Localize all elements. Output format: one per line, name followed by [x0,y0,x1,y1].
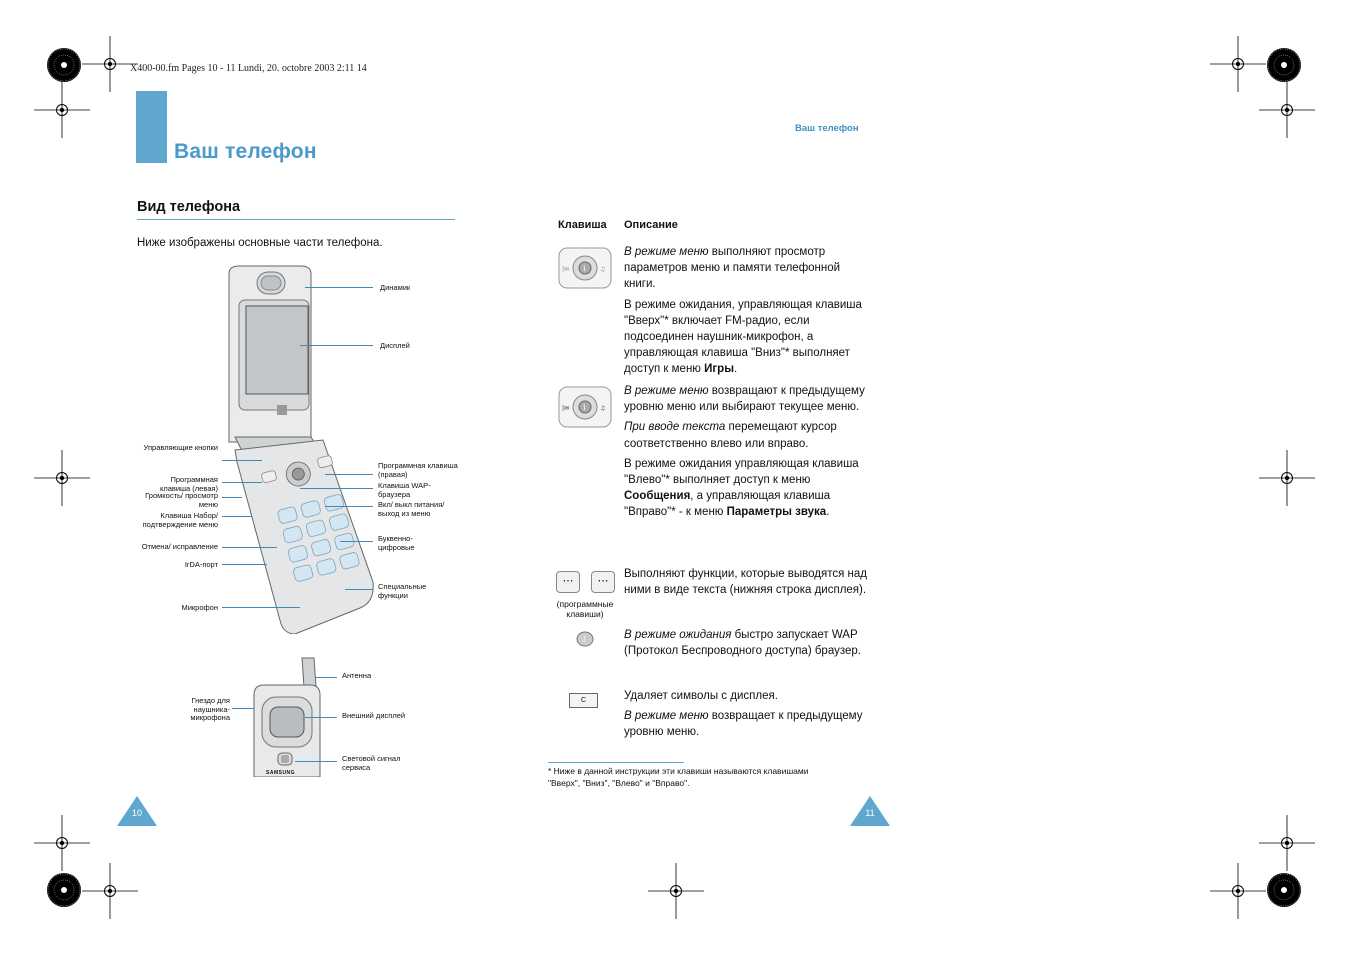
leader-send [222,516,252,517]
running-header: Ваш телефон [795,123,859,134]
leader-cancel [222,547,277,548]
page-number-11: 11 [850,808,890,818]
label-volume: Громкость/ просмотр меню [140,492,218,509]
label-cancel: Отмена/ исправление [140,543,218,552]
soft-keys-caption: (программные клавиши) [548,599,622,619]
svg-text:♫: ♫ [600,405,605,412]
column-header-description: Описание [624,219,678,231]
row5-text1: Удаляет символы с дисплея. [624,688,869,704]
chapter-accent-bar [136,91,167,163]
intro-text: Ниже изображены основные части телефона. [137,235,383,251]
leader-nav-keys [222,460,262,461]
nav-up-down-key-icon: i |✉ ♫ [558,247,612,289]
label-irda: IrDA-порт [140,561,218,570]
label-antenna: Антенна [342,672,371,681]
brand-logo: SAMSUNG [266,770,295,776]
leader-volume [222,497,242,498]
print-header-line: X400-00.fm Pages 10 - 11 Lundi, 20. octo… [130,63,367,74]
clear-key-icon: C [569,693,598,708]
label-ext-display: Внешний дисплей [342,712,405,721]
open-phone-illustration [215,262,375,634]
label-special: Специальные функции [378,583,438,600]
svg-text:i: i [583,635,586,644]
row4-italic: В режиме ожидания [624,629,731,641]
row1-bold: Игры [704,363,734,375]
label-headset-jack: Гнездо для наушника-микрофона [160,697,230,723]
leader-headset-jack [232,708,254,709]
leader-ext-display [305,717,337,718]
row5-italic: В режиме меню [624,710,709,722]
leader-soft-left [222,482,262,483]
label-send: Клавиша Набор/ подтверждение меню [140,512,218,529]
row1-description: В режиме меню выполняют просмотр парамет… [624,244,864,382]
footnote: * Ниже в данной инструкции эти клавиши н… [548,765,818,789]
leader-display [300,345,373,346]
label-service-light: Световой сигнал сервиса [342,755,417,772]
svg-text:i: i [583,403,586,412]
row1-text2: В режиме ожидания, управляющая клавиша "… [624,299,862,376]
section-rule [137,219,455,220]
row2-bold2: Параметры звука [727,506,827,518]
label-nav-keys: Управляющие кнопки [140,444,218,453]
leader-microphone [222,607,300,608]
label-soft-right: Программная клавиша (правая) [378,462,458,479]
label-microphone: Микрофон [140,604,218,613]
footnote-rule [548,762,684,763]
leader-special [345,589,373,590]
column-header-key: Клавиша [558,219,607,231]
leader-wap [300,488,373,489]
row3-description: Выполняют функции, которые выводятся над… [624,566,869,598]
row5-description: Удаляет символы с дисплея. В режиме меню… [624,688,869,745]
leader-soft-right [325,474,373,475]
soft-key-right-icon: ⋯ [591,571,615,593]
chapter-title: Ваш телефон [174,140,317,164]
page-number-10: 10 [117,808,157,818]
nav-left-right-key-icon: i |✉ ♫ [558,386,612,428]
label-display: Дисплей [380,342,410,351]
soft-key-left-icon: ⋯ [556,571,580,593]
row1-italic: В режиме меню [624,246,709,258]
leader-service-light [295,761,337,762]
row2-bold1: Сообщения [624,490,690,502]
leader-antenna [315,677,337,678]
svg-text:♫: ♫ [600,266,605,273]
label-power: Вкл/ выкл питания/ выход из меню [378,501,458,518]
row4-description: В режиме ожидания быстро запускает WAP (… [624,627,869,663]
closed-phone-illustration [248,655,328,777]
label-speaker: Динамик [380,284,410,293]
section-title: Вид телефона [137,199,240,215]
leader-power [325,506,373,507]
leader-alnum [340,541,373,542]
svg-text:|✉: |✉ [562,405,569,412]
row2-italic1: В режиме меню [624,385,709,397]
row2-italic2: При вводе текста [624,421,725,433]
leader-speaker [305,287,373,288]
svg-text:i: i [583,264,586,273]
label-wap: Клавиша WAP-браузера [378,482,448,499]
row2-description: В режиме меню возвращают к предыдущему у… [624,383,869,525]
leader-irda [222,564,267,565]
label-alnum: Буквенно-цифровые [378,535,428,552]
wap-key-icon: i [575,630,595,648]
svg-text:|✉: |✉ [562,266,569,273]
